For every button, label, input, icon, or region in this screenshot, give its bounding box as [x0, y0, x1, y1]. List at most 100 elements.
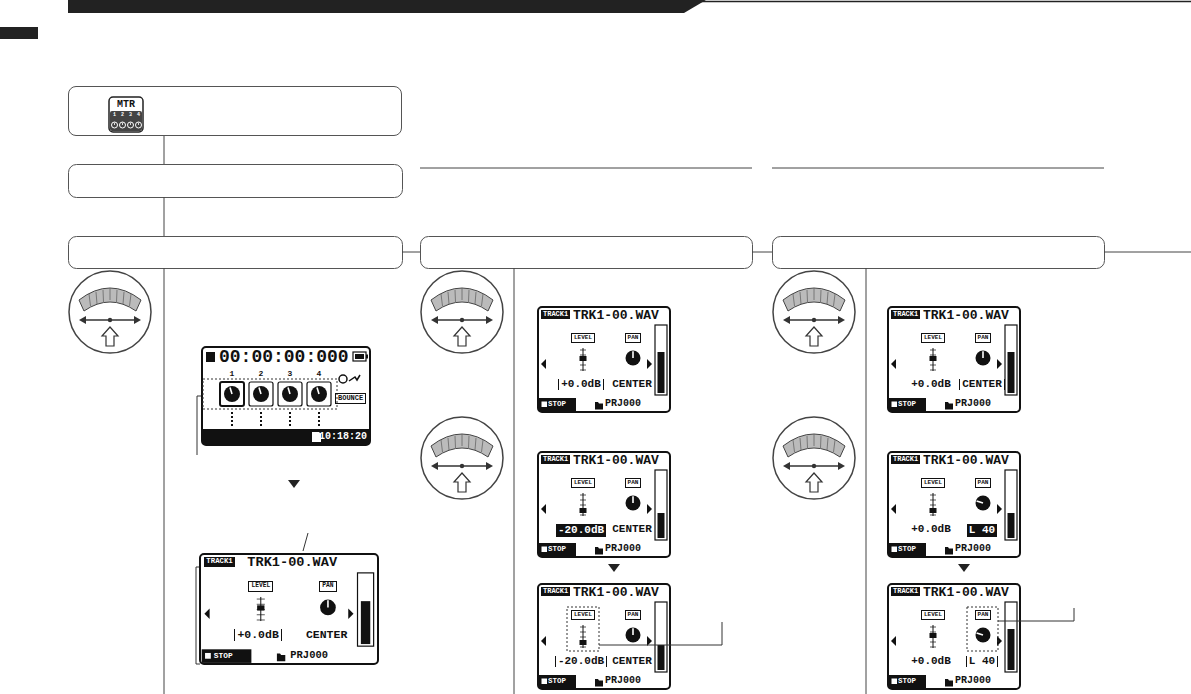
- project-name: PRJ000: [955, 676, 991, 686]
- jog-dial-icon: [773, 271, 855, 353]
- transport-bar: [539, 675, 576, 688]
- wheel-ridge: [110, 288, 111, 300]
- dial-wheel: [783, 434, 845, 457]
- wheel-ridge: [834, 440, 836, 452]
- lcd-screen: TRACK1TRK1-00.WAVLEVELPAN+0.0dBCENTERSTO…: [537, 306, 671, 413]
- track-number: 2: [259, 370, 264, 378]
- wheel-ridge: [475, 438, 476, 450]
- pan-knob: [976, 628, 991, 643]
- track-tag: TRACK1: [891, 587, 920, 596]
- fader-tick: [257, 604, 265, 605]
- page-arrow-left: [891, 636, 896, 646]
- meter-fill: [1008, 629, 1015, 670]
- transport-bar: [889, 675, 926, 688]
- level-value: -20.0dB: [556, 524, 606, 537]
- track-tag: TRACK1: [541, 310, 570, 319]
- file-name: TRK1-00.WAV: [573, 454, 659, 467]
- folder-icon: [945, 402, 953, 410]
- icon-ring: [773, 417, 855, 499]
- transport-bar: [202, 649, 252, 663]
- icon-ring: [421, 271, 503, 353]
- wheel-ridge: [820, 436, 822, 448]
- wheel-ridge: [448, 438, 449, 450]
- knob-pointer: [288, 388, 290, 395]
- step-box: [69, 165, 403, 198]
- press-arrow: [806, 473, 822, 492]
- pan-pointer: [632, 496, 634, 503]
- fader-handle: [930, 356, 937, 361]
- pan-knob: [976, 351, 991, 366]
- step-box: [773, 237, 1105, 269]
- fader-tick: [257, 619, 265, 620]
- fader-tick: [580, 647, 586, 648]
- turn-arrowhead: [79, 316, 141, 324]
- pan-label: PAN: [319, 581, 336, 591]
- transport-state: STOP: [548, 678, 566, 686]
- icon-ring: [69, 271, 151, 353]
- stop-square: [542, 679, 548, 685]
- icon-ring: [773, 271, 855, 353]
- lcd-screen: TRACK1TRK1-00.WAVLEVELPAN+0.0dBCENTERSTO…: [199, 553, 379, 665]
- input-arrow: [349, 375, 360, 381]
- flow-line: [402, 252, 420, 253]
- stop-square: [892, 402, 898, 408]
- level-meter: [1005, 325, 1017, 395]
- wheel-ridge: [793, 440, 795, 452]
- flow-line: [1104, 252, 1191, 253]
- project-name: PRJ000: [605, 399, 641, 409]
- wheel-ridge: [827, 438, 828, 450]
- lcd-screen: TRACK1TRK1-00.WAVLEVELPAN-20.0dBCENTERST…: [537, 583, 671, 690]
- pan-value: CENTER: [612, 379, 652, 390]
- level-meter: [1005, 470, 1017, 540]
- track-tag: TRACK1: [204, 557, 234, 566]
- stop-square: [206, 352, 215, 362]
- project-name: PRJ000: [605, 676, 641, 686]
- lcd-screen: TRACK1TRK1-00.WAVLEVELPAN-20.0dBCENTERST…: [537, 451, 671, 558]
- transport-state: STOP: [898, 546, 916, 554]
- wheel-ridge: [448, 292, 449, 304]
- wheel-ridge: [800, 438, 801, 450]
- bounce-label: BOUNCE: [335, 393, 366, 404]
- wheel-ridge: [820, 290, 822, 302]
- page-arrow-left: [204, 608, 209, 618]
- fader-handle: [930, 508, 937, 513]
- fader-tick: [580, 505, 586, 506]
- icon-frame: [109, 97, 143, 132]
- leader-line: [303, 533, 308, 551]
- track-tag: TRACK1: [891, 455, 920, 464]
- fader-tick: [930, 365, 936, 366]
- project-name: PRJ000: [955, 399, 991, 409]
- stop-square: [892, 679, 898, 685]
- pan-label: PAN: [625, 333, 642, 343]
- level-label: LEVEL: [921, 610, 945, 620]
- fader-tick: [580, 355, 586, 356]
- transport-bar: [889, 543, 926, 556]
- wheel-ridge: [96, 292, 97, 304]
- meter-fill: [658, 645, 665, 670]
- wheel-ridge: [807, 436, 809, 448]
- fader-tick: [930, 515, 936, 516]
- file-name: TRK1-00.WAV: [923, 586, 1009, 599]
- wheel-ridge: [462, 288, 463, 300]
- pan-value: CENTER: [306, 629, 347, 641]
- project-name: PRJ000: [605, 544, 641, 554]
- level-value: +0.0dB: [911, 656, 951, 667]
- fader-tick: [930, 495, 936, 496]
- stop-square: [542, 547, 548, 553]
- page-arrow-left: [891, 359, 896, 369]
- fader-tick: [580, 495, 586, 496]
- folder-icon: [277, 653, 285, 661]
- pan-pointer: [977, 501, 983, 503]
- turn-arrowhead: [783, 316, 845, 324]
- pan-label: PAN: [975, 610, 992, 620]
- wheel-ridge: [441, 440, 443, 452]
- wheel-ridge: [468, 436, 470, 448]
- fader-tick: [580, 627, 586, 628]
- pan-pointer: [632, 351, 634, 358]
- fader-tick: [580, 370, 586, 371]
- track-tag: TRACK1: [541, 587, 570, 596]
- transport-state: STOP: [548, 401, 566, 409]
- icon-track-number: 2: [121, 113, 124, 118]
- meter-fill: [1008, 513, 1015, 538]
